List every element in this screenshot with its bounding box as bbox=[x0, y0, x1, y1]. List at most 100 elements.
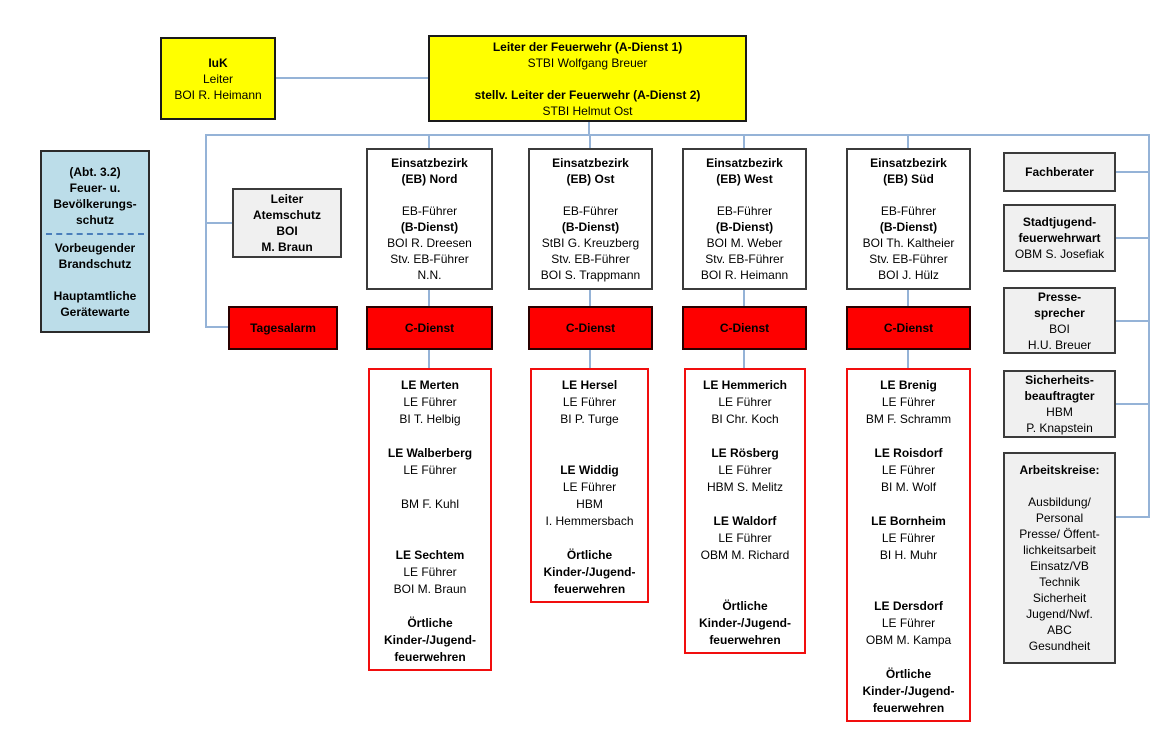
text-line: Leiter der Feuerwehr (A-Dienst 1) bbox=[492, 39, 683, 54]
box-c-sued: C-Dienst bbox=[846, 306, 971, 350]
text-line: BOI M. Weber bbox=[706, 236, 783, 250]
text-line: BI H. Muhr bbox=[879, 548, 938, 562]
text-line: LE Führer bbox=[562, 395, 617, 409]
connector-line bbox=[205, 326, 230, 328]
text-line: LE Rösberg bbox=[711, 446, 779, 460]
text-line: (B-Dienst) bbox=[879, 220, 938, 234]
text-line bbox=[372, 530, 488, 547]
text-line: stellv. Leiter der Feuerwehr (A-Dienst 2… bbox=[474, 87, 701, 102]
text-line: Stv. EB-Führer bbox=[551, 252, 630, 266]
text-line: LE Hersel bbox=[561, 378, 618, 392]
text-line: LE Waldorf bbox=[713, 514, 777, 528]
text-line bbox=[532, 187, 649, 203]
box-tagesalarm: Tagesalarm bbox=[228, 306, 338, 350]
text-line bbox=[688, 581, 802, 598]
text-line: feuerwehren bbox=[709, 633, 781, 647]
box-main: Leiter der Feuerwehr (A-Dienst 1)STBI Wo… bbox=[428, 35, 747, 122]
box-fachberater: Fachberater bbox=[1003, 152, 1116, 192]
text-line: N.N. bbox=[417, 268, 442, 282]
connector-line bbox=[589, 290, 591, 306]
text-line: LE Brenig bbox=[880, 378, 937, 392]
text-line: C-Dienst bbox=[404, 321, 455, 335]
text-line: C-Dienst bbox=[565, 321, 616, 335]
text-line bbox=[44, 272, 146, 288]
box-c-ost: C-Dienst bbox=[528, 306, 653, 350]
text-line: Personal bbox=[1035, 511, 1084, 525]
text-line: feuerwehren bbox=[553, 582, 626, 596]
text-line: BOI R. Heimann bbox=[700, 268, 789, 282]
connector-line bbox=[743, 350, 745, 368]
text-line bbox=[688, 564, 802, 581]
connector-line bbox=[589, 350, 591, 368]
text-line: STBI Helmut Ost bbox=[542, 103, 633, 118]
text-line: StBI G. Kreuzberg bbox=[541, 236, 640, 250]
text-line: Hauptamtliche bbox=[53, 288, 137, 303]
text-line: LE Führer bbox=[881, 395, 936, 409]
text-line bbox=[688, 496, 802, 513]
text-line bbox=[534, 530, 645, 547]
connector-line bbox=[205, 222, 232, 224]
text-line: BI Chr. Koch bbox=[711, 412, 779, 426]
text-line: Technik bbox=[1039, 575, 1080, 589]
text-line: I. Hemmersbach bbox=[545, 514, 634, 528]
text-line: LE Roisdorf bbox=[874, 446, 943, 460]
text-line: Stv. EB-Führer bbox=[869, 252, 948, 266]
connector-line bbox=[1116, 237, 1148, 239]
text-line: Kinder-/Jugend- bbox=[862, 684, 955, 698]
text-line: (EB) West bbox=[716, 172, 773, 186]
text-line: BOI bbox=[276, 224, 298, 238]
text-line: LE Führer bbox=[562, 480, 617, 494]
text-line: Gesundheit bbox=[1028, 639, 1091, 653]
text-line bbox=[372, 479, 488, 496]
text-line: LE Widdig bbox=[560, 463, 619, 477]
text-line: Einsatzbezirk bbox=[552, 156, 629, 170]
text-line: Gerätewarte bbox=[60, 304, 130, 319]
text-line: HBM bbox=[1046, 405, 1073, 419]
text-line: Stadtjugend- bbox=[1022, 215, 1097, 229]
dashed-divider bbox=[46, 232, 144, 235]
text-line: feuerwehren bbox=[394, 650, 466, 664]
connector-line bbox=[428, 134, 430, 148]
text-line: (EB) Ost bbox=[566, 172, 615, 186]
text-line: HBM S. Melitz bbox=[706, 480, 783, 494]
text-line: Kinder-/Jugend- bbox=[699, 616, 791, 630]
connector-line bbox=[907, 350, 909, 368]
connector-line bbox=[1116, 403, 1148, 405]
text-line: Bevölkerungs- bbox=[53, 196, 137, 211]
text-line: Sicherheit bbox=[1032, 591, 1087, 605]
text-line: LE Merten bbox=[400, 378, 459, 392]
text-line: EB-Führer bbox=[401, 204, 458, 218]
text-line bbox=[370, 187, 489, 203]
text-line: Örtliche bbox=[407, 616, 453, 630]
text-line: BOI M. Braun bbox=[393, 582, 467, 596]
text-line: LE Führer bbox=[403, 565, 457, 579]
text-line: Presse/ Öffent- bbox=[1019, 527, 1100, 541]
text-line bbox=[850, 496, 967, 513]
text-line: Stv. EB-Führer bbox=[390, 252, 469, 266]
text-line: H.U. Breuer bbox=[1027, 337, 1092, 352]
connector-line bbox=[205, 134, 1150, 136]
text-line: LE Bornheim bbox=[871, 514, 946, 528]
text-line: EB-Führer bbox=[562, 204, 619, 218]
text-line: LE Führer bbox=[881, 463, 936, 477]
text-line bbox=[372, 598, 488, 615]
text-line: LE Führer bbox=[718, 395, 772, 409]
text-line: BOI Th. Kaltheier bbox=[862, 236, 955, 250]
text-line: schutz bbox=[75, 212, 114, 227]
text-line: M. Braun bbox=[261, 240, 313, 254]
text-line: ABC bbox=[1047, 623, 1072, 637]
text-line: EB-Führer bbox=[716, 204, 773, 218]
text-line bbox=[372, 513, 488, 530]
text-line: BI M. Wolf bbox=[880, 480, 937, 494]
text-line: Einsatzbezirk bbox=[391, 156, 468, 170]
connector-line bbox=[1116, 320, 1148, 322]
text-line: (EB) Süd bbox=[883, 172, 934, 186]
